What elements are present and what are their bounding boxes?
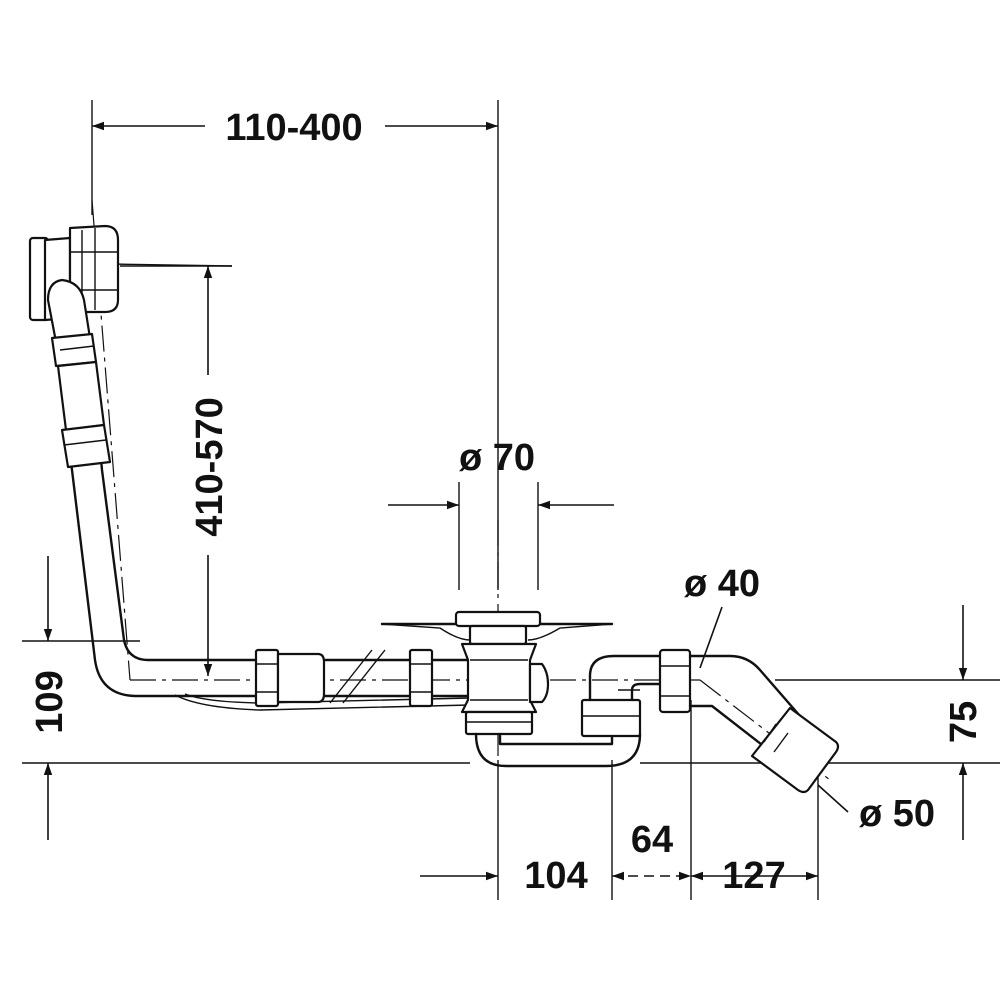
dimension-label-outlet-reach: 127 xyxy=(722,855,785,897)
dimension-label-drain-height: 109 xyxy=(29,670,71,733)
dimension-outlet-diameter: ø 50 xyxy=(817,784,935,835)
overflow-head xyxy=(28,224,233,344)
dimension-label-outlet-height: 75 xyxy=(943,701,985,743)
dimension-overflow-reach: 110-400 xyxy=(91,100,499,590)
dimension-label-overflow-height: 410-570 xyxy=(189,397,231,536)
dimension-label-outlet-diameter: ø 50 xyxy=(859,793,935,835)
dimension-trap-inlet-diameter: ø 40 xyxy=(684,563,760,669)
dimension-label-trap-offset: 104 xyxy=(524,855,587,897)
dimension-outlet-height: 75 xyxy=(640,605,1000,840)
dimension-waste-diameter: ø 70 xyxy=(388,437,614,590)
overflow-pipe xyxy=(50,332,260,698)
dimension-bottom-chain: 104 64 127 xyxy=(420,700,819,900)
outlet-elbow xyxy=(658,648,840,794)
dimension-label-trap-width: 64 xyxy=(631,819,673,861)
dimension-label-overflow-reach: 110-400 xyxy=(225,107,362,149)
connection-pipe xyxy=(174,648,471,711)
dimension-label-waste-diameter: ø 70 xyxy=(459,437,535,479)
trap-u-bend xyxy=(474,654,662,768)
dimension-label-trap-inlet-diameter: ø 40 xyxy=(684,563,760,605)
dimension-drain-height: 109 xyxy=(22,556,470,840)
dimension-overflow-height: 410-570 xyxy=(120,265,232,676)
